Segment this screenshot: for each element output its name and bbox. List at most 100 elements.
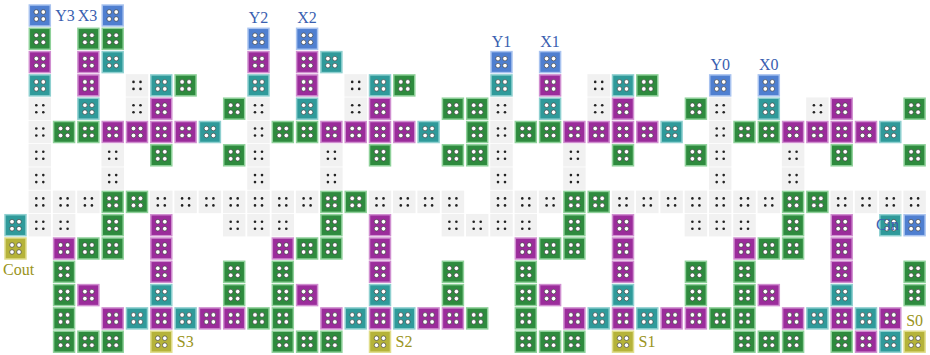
- logic-cell: [783, 215, 804, 236]
- cell-body: [491, 52, 512, 73]
- cell-body: [297, 191, 318, 212]
- cell-dot: [333, 126, 338, 131]
- cell-body: [734, 215, 755, 236]
- cell-dot: [357, 126, 362, 131]
- cell-dot: [65, 296, 70, 301]
- cell-dot: [690, 110, 695, 115]
- logic-cell: [29, 5, 50, 26]
- cell-dot: [17, 219, 22, 224]
- cell-body: [370, 122, 391, 143]
- cell-dot: [837, 197, 840, 200]
- cell-body: [151, 191, 172, 212]
- cell-dot: [374, 103, 379, 108]
- cell-body: [272, 285, 293, 306]
- cell-dot: [916, 103, 921, 108]
- cell-dot: [787, 133, 792, 138]
- cell-body: [102, 238, 123, 259]
- cell-dot: [333, 243, 338, 248]
- cell-dot: [163, 150, 168, 155]
- cell-dot: [253, 33, 258, 38]
- cell-body: [637, 75, 658, 96]
- cell-dot: [381, 250, 386, 255]
- cell-dot: [527, 133, 532, 138]
- cell-body: [297, 122, 318, 143]
- empty-cell: [807, 98, 828, 119]
- empty-cell: [78, 191, 99, 212]
- cell-dot: [90, 126, 95, 131]
- cell-body: [29, 122, 50, 143]
- cell-dot: [447, 320, 452, 325]
- cell-dot: [308, 343, 313, 348]
- empty-cell: [248, 145, 269, 166]
- cell-body: [588, 98, 609, 119]
- cell-dot: [544, 63, 549, 68]
- cell-dot: [260, 320, 265, 325]
- cell-dot: [746, 243, 751, 248]
- cell-dot: [235, 157, 240, 162]
- cell-body: [637, 122, 658, 143]
- cell-dot: [521, 227, 524, 230]
- cell-body: [758, 238, 779, 259]
- cell-dot: [254, 181, 257, 184]
- empty-cell: [783, 145, 804, 166]
- logic-cell: [370, 308, 391, 329]
- logic-cell: [880, 308, 901, 329]
- cell-dot: [90, 110, 95, 115]
- logic-cell: [297, 75, 318, 96]
- logic-cell: [831, 215, 852, 236]
- cell-dot: [892, 133, 897, 138]
- cell-dot: [164, 204, 167, 207]
- empty-cell: [710, 191, 731, 212]
- cell-dot: [771, 197, 774, 200]
- cell-dot: [770, 133, 775, 138]
- cell-dot: [374, 289, 379, 294]
- logic-cell: [442, 261, 463, 282]
- cell-dot: [909, 266, 914, 271]
- cell-dot: [471, 110, 476, 115]
- cell-dot: [472, 220, 475, 223]
- empty-cell: [710, 215, 731, 236]
- signal-label: S3: [177, 333, 194, 351]
- cell-dot: [132, 104, 135, 107]
- cell-dot: [156, 266, 161, 271]
- cell-body: [783, 215, 804, 236]
- cell-body: [807, 308, 828, 329]
- cell-dot: [794, 226, 799, 231]
- logic-cell: [370, 331, 391, 352]
- cell-dot: [794, 203, 799, 208]
- cell-dot: [836, 313, 841, 318]
- cell-dot: [326, 243, 331, 248]
- cell-body: [272, 331, 293, 352]
- cell-dot: [35, 181, 38, 184]
- cell-body: [515, 285, 536, 306]
- cell-body: [321, 145, 342, 166]
- cell-dot: [819, 313, 824, 318]
- cell-dot: [714, 80, 719, 85]
- logic-cell: [880, 122, 901, 143]
- logic-cell: [224, 261, 245, 282]
- cell-dot: [909, 150, 914, 155]
- cell-dot: [351, 111, 354, 114]
- empty-cell: [880, 191, 901, 212]
- cell-body: [321, 238, 342, 259]
- cell-dot: [740, 197, 743, 200]
- cell-dot: [504, 220, 507, 223]
- cell-dot: [624, 273, 629, 278]
- cell-dot: [277, 133, 282, 138]
- cell-body: [613, 331, 634, 352]
- cell-dot: [843, 336, 848, 341]
- cell-body: [297, 75, 318, 96]
- cell-dot: [497, 227, 500, 230]
- empty-cell: [491, 122, 512, 143]
- cell-dot: [886, 197, 889, 200]
- cell-dot: [156, 296, 161, 301]
- cell-dot: [625, 204, 628, 207]
- logic-cell: [272, 122, 293, 143]
- cell-dot: [34, 17, 39, 22]
- cell-dot: [156, 250, 161, 255]
- logic-cell: [734, 238, 755, 259]
- cell-dot: [261, 197, 264, 200]
- cell-dot: [551, 87, 556, 92]
- cell-dot: [90, 63, 95, 68]
